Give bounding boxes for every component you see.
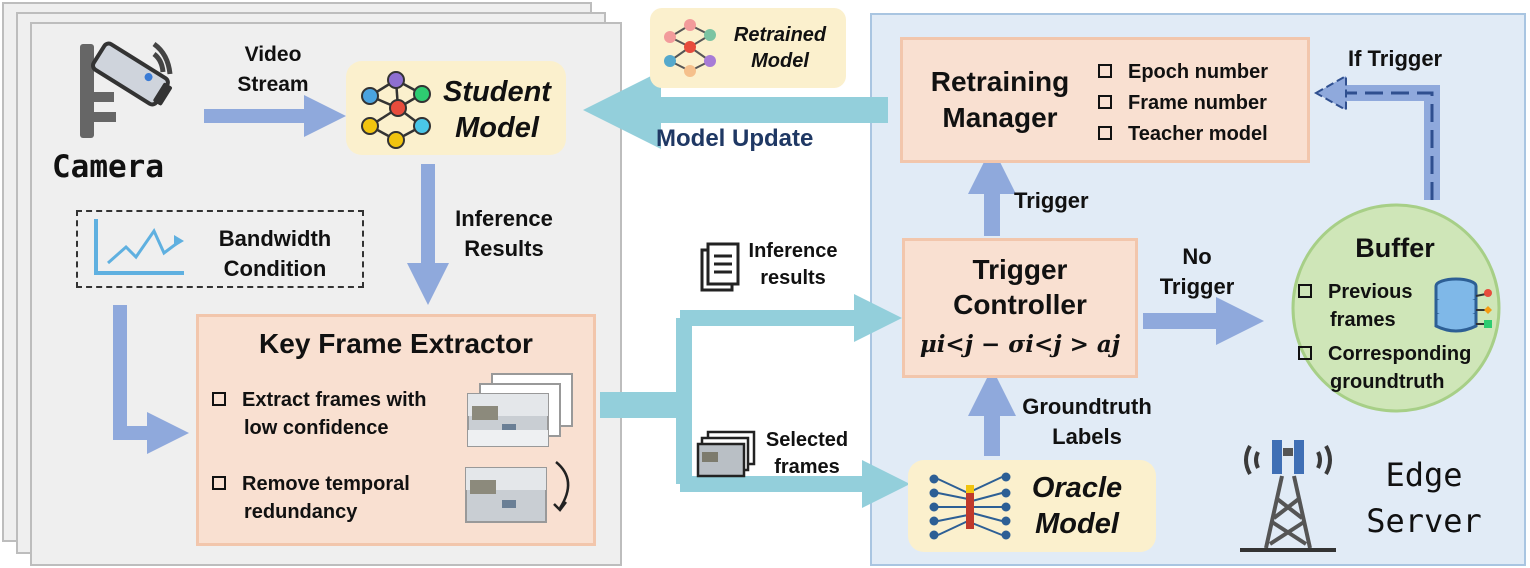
database-icon bbox=[1434, 277, 1492, 333]
arrow-if-trigger-head bbox=[1313, 74, 1347, 112]
camera-icon bbox=[80, 41, 173, 138]
oracle-model-label: Oracle Model bbox=[1031, 472, 1123, 540]
camera-label: Camera bbox=[52, 149, 164, 185]
arrow-if-trigger-dashes bbox=[1340, 91, 1434, 200]
frames-icon bbox=[696, 430, 756, 478]
retraining-manager-node bbox=[900, 37, 1310, 163]
neural-network-icon bbox=[361, 71, 431, 149]
edge-server-label: Edge Server bbox=[1366, 456, 1482, 540]
middle-inference-results-label: Inference results bbox=[748, 240, 838, 289]
student-model-node bbox=[346, 61, 566, 155]
selected-frames-label: Selected frames bbox=[765, 429, 849, 478]
oracle-network-icon bbox=[929, 472, 1011, 540]
bandwidth-condition-label: Bandwidth Condition bbox=[218, 226, 332, 281]
trigger-controller-node bbox=[902, 238, 1138, 378]
bandwidth-chart-icon bbox=[94, 219, 184, 275]
retrained-network-icon bbox=[664, 19, 716, 77]
checkbox-icon bbox=[212, 391, 226, 406]
checkbox-icon bbox=[1098, 94, 1112, 109]
arrow-if-trigger bbox=[1340, 85, 1440, 200]
key-frame-extractor-title: Key Frame Extractor bbox=[259, 328, 533, 359]
arrow-bandwidth bbox=[113, 305, 189, 454]
frame-stack-icon bbox=[467, 373, 573, 447]
retraining-manager-title: Retraining Manager bbox=[930, 66, 1070, 133]
trigger-label: Trigger bbox=[1014, 188, 1089, 213]
video-stream-label: Video Stream bbox=[237, 43, 309, 96]
checkbox-icon bbox=[1098, 125, 1112, 140]
single-frame-icon bbox=[465, 461, 570, 523]
checkbox-icon bbox=[212, 475, 226, 490]
buffer-item-corresponding-groundtruth: Corresponding groundtruth bbox=[1298, 340, 1498, 396]
if-trigger-label: If Trigger bbox=[1348, 46, 1443, 71]
buffer-title: Buffer bbox=[1355, 233, 1435, 263]
inference-results-label: Inference Results bbox=[455, 206, 553, 261]
kfe-item-remove-redundancy: Remove temporal redundancy bbox=[212, 470, 472, 526]
model-update-label: Model Update bbox=[656, 125, 814, 152]
rm-item-frame-number: Frame number bbox=[1098, 89, 1267, 117]
trigger-formula: μi<j − σi<j > aj bbox=[919, 331, 1121, 358]
document-icon bbox=[700, 242, 740, 292]
bandwidth-condition-box bbox=[76, 210, 364, 288]
trigger-controller-title: Trigger Controller bbox=[953, 254, 1087, 320]
groundtruth-labels-label: Groundtruth Labels bbox=[1022, 394, 1152, 449]
tower-icon bbox=[1240, 440, 1336, 552]
checkbox-icon bbox=[1298, 283, 1312, 298]
buffer-node bbox=[1291, 203, 1501, 413]
buffer-item-previous-frames: Previous frames bbox=[1298, 278, 1438, 334]
retrained-model-label: Retrained Model bbox=[733, 24, 827, 72]
checkbox-icon bbox=[1098, 63, 1112, 78]
no-trigger-label: No Trigger bbox=[1159, 244, 1235, 299]
rm-item-epoch-number: Epoch number bbox=[1098, 58, 1268, 86]
checkbox-icon bbox=[1298, 345, 1312, 360]
retrained-model-node bbox=[650, 8, 846, 88]
kfe-item-extract-frames: Extract frames with low confidence bbox=[212, 386, 472, 442]
rm-item-teacher-model: Teacher model bbox=[1098, 120, 1268, 148]
student-model-label: Student Model bbox=[443, 76, 551, 144]
